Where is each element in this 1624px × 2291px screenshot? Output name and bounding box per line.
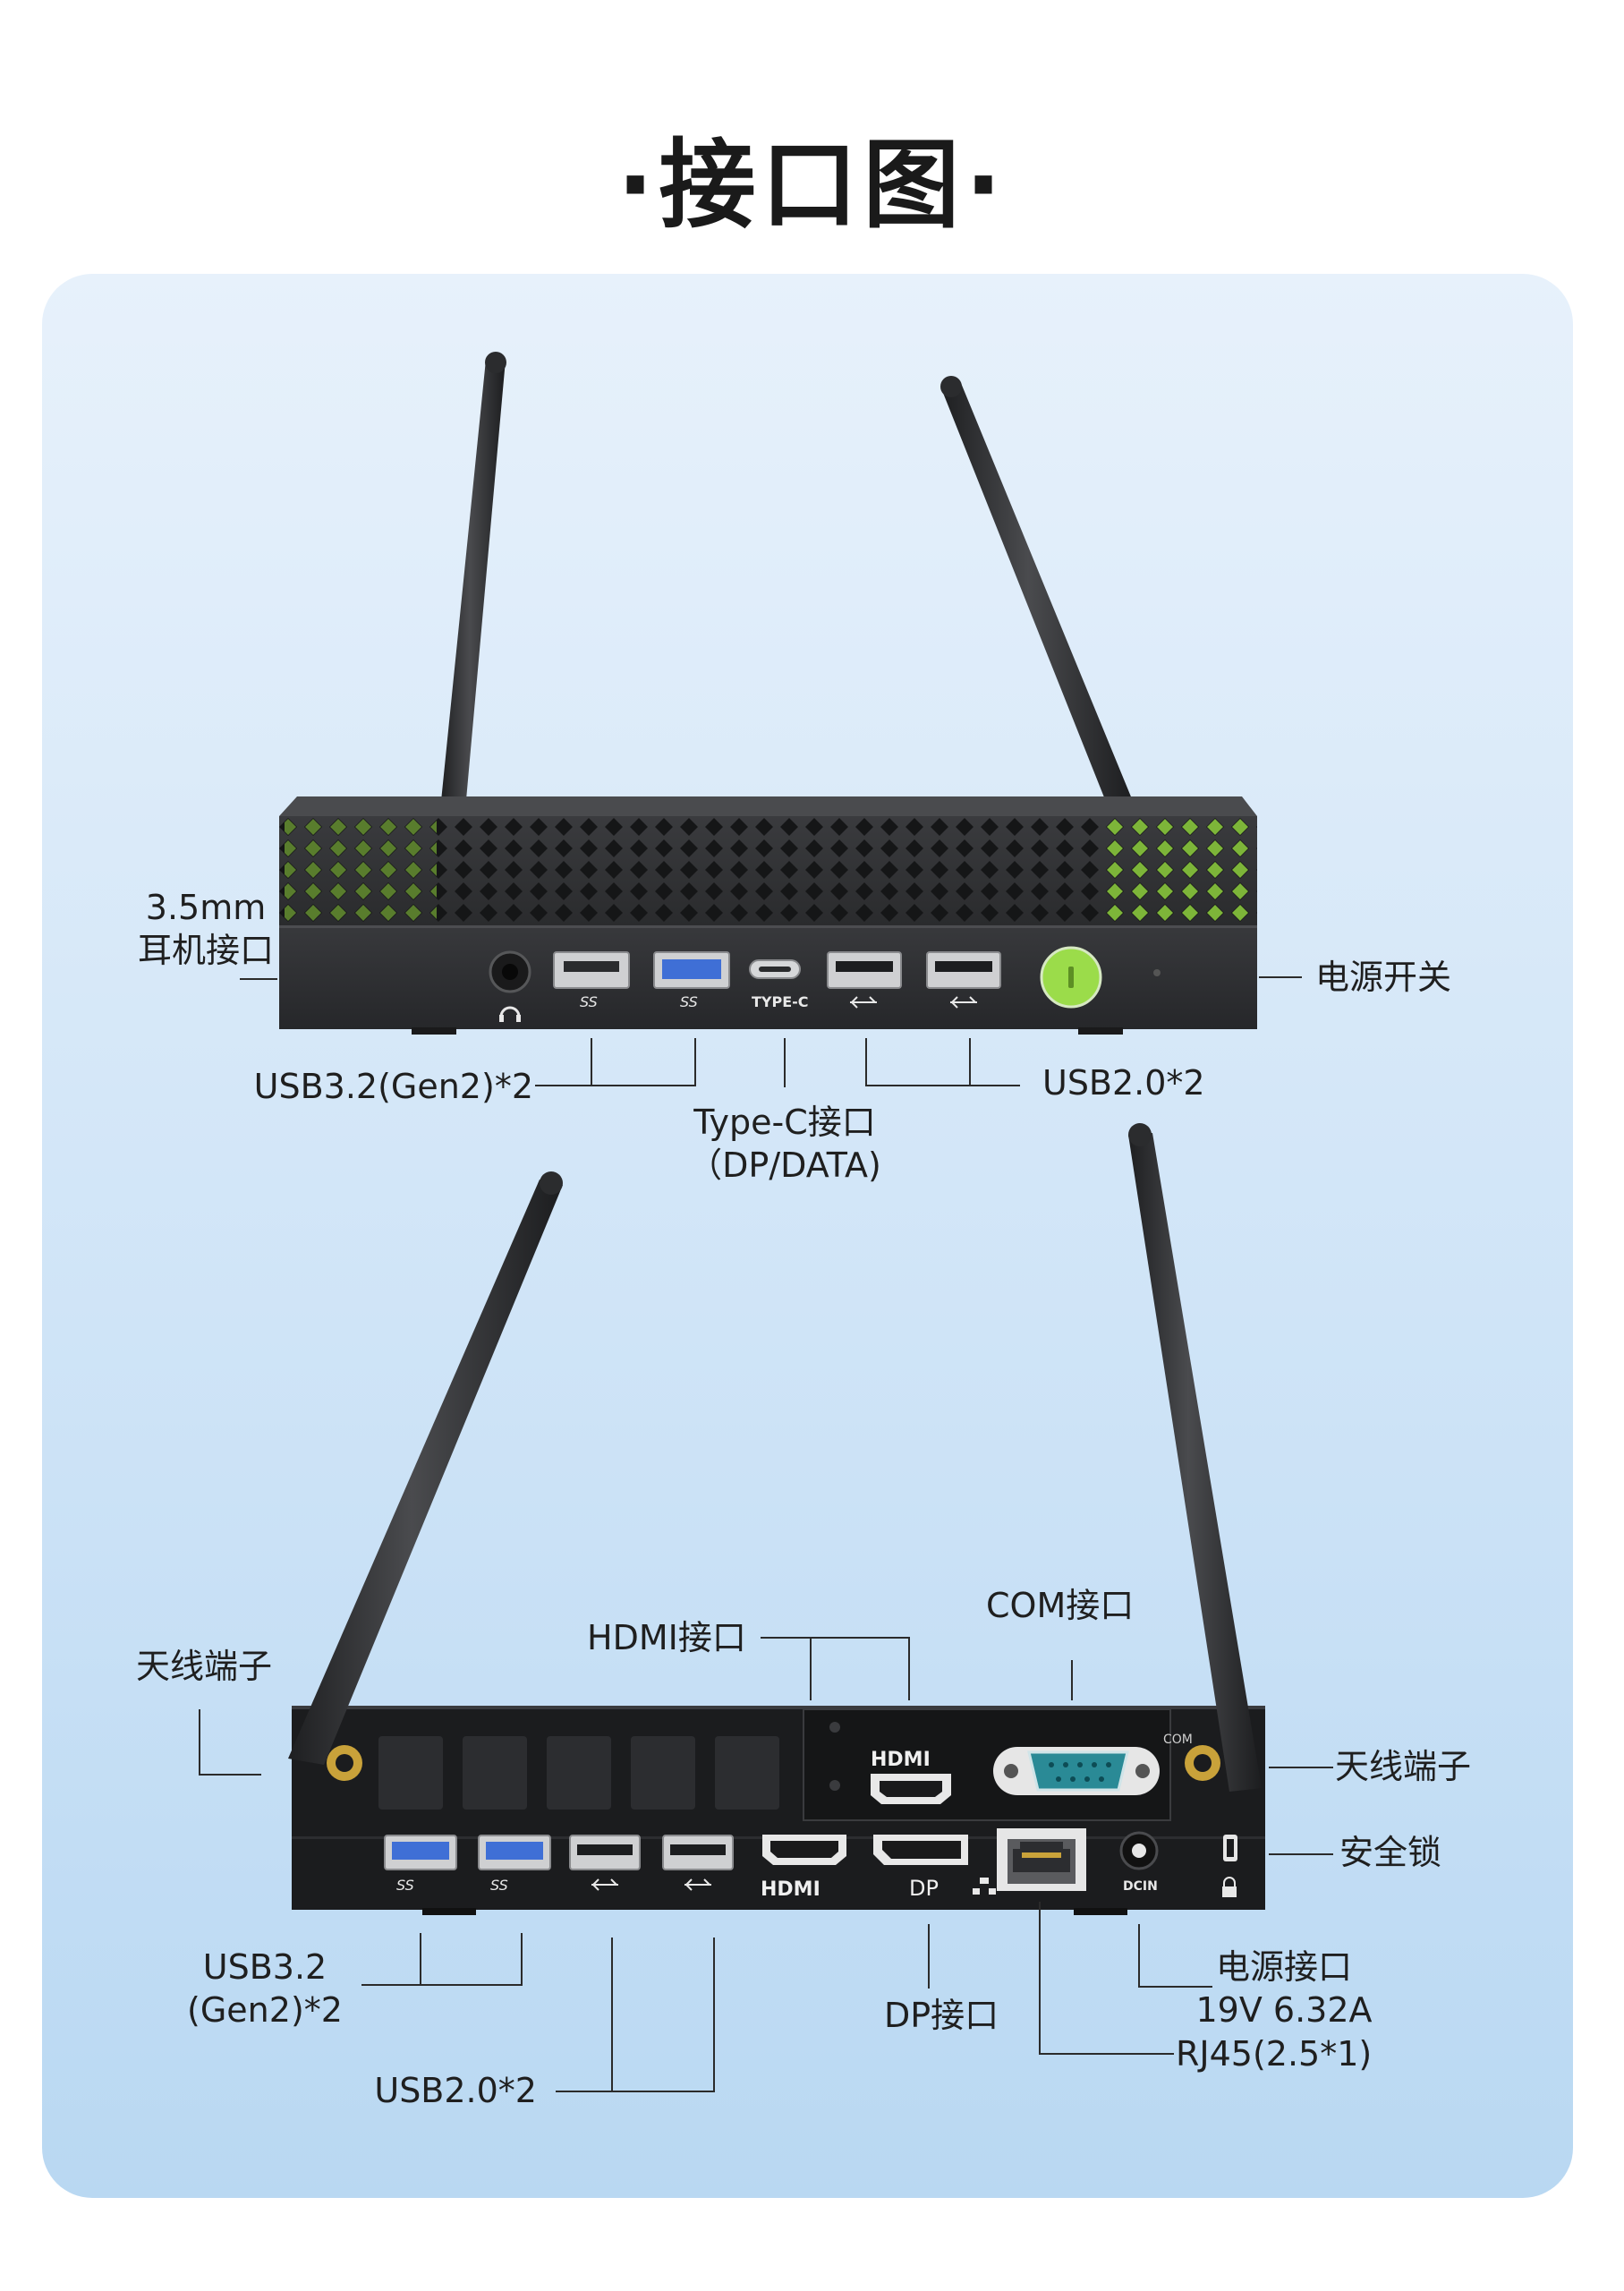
rear-usb20-port-2	[662, 1835, 734, 1891]
rear-dp-port: DP	[873, 1835, 968, 1901]
callout-hdmi: HDMI接口	[587, 1618, 746, 1657]
callout-power-line1: 电源接口	[1215, 1947, 1352, 1987]
front-leader-lines	[240, 976, 1302, 1087]
rear-ss-label-1: SS	[396, 1877, 414, 1894]
usb-trident-icon	[950, 996, 977, 1009]
rear-dcin-port: DCIN	[1119, 1831, 1159, 1894]
callout-power: 电源接口 19V 6.32A	[1190, 1946, 1378, 2031]
callout-headphone-line1: 3.5mm	[145, 888, 267, 927]
rear-ss-label-2: SS	[490, 1877, 508, 1894]
usb-trident-icon	[684, 1878, 711, 1891]
rear-leader-lines	[199, 1637, 1333, 2092]
rear-antenna-left	[288, 1171, 563, 1765]
front-typec-port: TYPE-C	[749, 959, 809, 1010]
rear-vent-slots	[378, 1736, 779, 1810]
callout-usb32-rear: USB3.2 (Gen2)*2	[175, 1946, 354, 2031]
callout-usb20-rear: USB2.0*2	[374, 2071, 537, 2110]
page-title: ·接口图·	[616, 130, 1008, 242]
power-button	[1040, 946, 1102, 1009]
callout-antenna-left: 天线端子	[136, 1647, 273, 1686]
front-antenna-right	[940, 376, 1135, 811]
callout-typec-line2: （DP/DATA)	[688, 1146, 881, 1185]
rear-usb32-port-1: SS	[384, 1835, 457, 1894]
rear-com-port: COM	[993, 1733, 1193, 1795]
front-headphone-jack	[489, 950, 531, 993]
front-usb20-port-2	[926, 951, 1001, 1009]
rear-hdmi-bottom-label: HDMI	[761, 1878, 821, 1901]
callout-usb32-rear-line2: (Gen2)*2	[187, 1990, 343, 2030]
front-ss-label-2: SS	[680, 993, 698, 1010]
headphone-icon	[499, 1006, 521, 1022]
rear-dp-label: DP	[909, 1876, 939, 1901]
callout-power-switch: 电源开关	[1315, 958, 1452, 997]
callout-usb32: USB3.2(Gen2)*2	[253, 1067, 533, 1106]
rear-usb20-port-1	[569, 1835, 641, 1891]
rear-dcin-label: DCIN	[1123, 1879, 1158, 1894]
callout-rj45: RJ45(2.5*1)	[1176, 2034, 1373, 2074]
front-panel	[279, 925, 1257, 1035]
usb-trident-icon	[591, 1878, 618, 1891]
rear-com-label: COM	[1163, 1733, 1193, 1747]
callout-antenna-right: 天线端子	[1335, 1747, 1472, 1786]
front-usb20-port-1	[827, 951, 902, 1009]
front-usb32-port-2: SS	[653, 951, 730, 1010]
power-led	[1153, 969, 1161, 976]
front-typec-label: TYPE-C	[752, 993, 809, 1010]
callout-power-line2: 19V 6.32A	[1195, 1990, 1373, 2030]
rear-rj45-port	[997, 1828, 1086, 1891]
callout-lock: 安全锁	[1339, 1833, 1442, 1872]
callout-typec-line1: Type-C接口	[693, 1103, 876, 1142]
rear-antenna-right	[1128, 1123, 1262, 1792]
rear-antenna-connector-left	[327, 1745, 362, 1781]
front-usb32-port-1: SS	[553, 951, 630, 1010]
callout-headphone: 3.5mm 耳机接口	[134, 886, 277, 972]
callout-headphone-line2: 耳机接口	[137, 931, 274, 970]
lock-icon	[1222, 1877, 1237, 1897]
front-vent-band	[279, 796, 1257, 925]
callout-typec: Type-C接口 （DP/DATA)	[650, 1101, 919, 1187]
callout-com: COM接口	[986, 1586, 1135, 1625]
security-lock-slot	[1223, 1835, 1237, 1861]
rear-hdmi-top-label: HDMI	[871, 1749, 931, 1771]
usb-trident-icon	[850, 996, 877, 1009]
rear-hdmi-port-top: HDMI	[871, 1749, 951, 1804]
callout-usb20: USB2.0*2	[1042, 1063, 1205, 1103]
rear-antenna-connector-right	[1185, 1745, 1220, 1781]
network-icon	[973, 1878, 996, 1895]
rear-usb32-port-2: SS	[478, 1835, 551, 1894]
front-antenna-left	[440, 352, 506, 810]
callout-dp: DP接口	[884, 1996, 999, 2035]
front-ss-label-1: SS	[580, 993, 598, 1010]
callout-usb32-rear-line1: USB3.2	[202, 1947, 327, 1987]
rear-hdmi-port-bottom: HDMI	[761, 1835, 846, 1901]
